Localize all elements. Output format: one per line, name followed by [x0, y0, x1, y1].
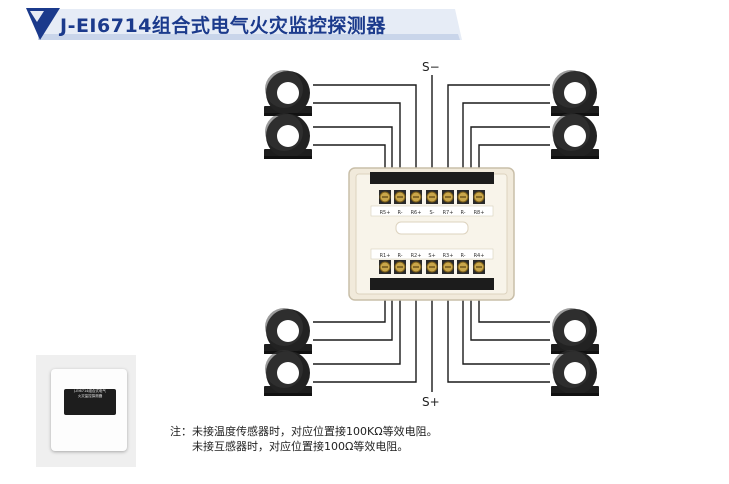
note-line-2: 未接互感器时，对应位置接100Ω等效电阻。	[192, 440, 409, 453]
device-label-line-1: J-EI6714组合式电气	[74, 389, 106, 393]
bottom-terminal-4: S+	[426, 253, 438, 274]
top-terminal-label-6: R-	[460, 210, 465, 216]
top-terminal-7: R8+	[473, 190, 485, 216]
wire-top-left-2	[313, 102, 401, 190]
top-terminal-1: R5+	[379, 190, 391, 216]
current-transformer-top-left-1	[264, 70, 312, 116]
bottom-terminal-1: R1+	[379, 253, 391, 274]
detector-board: R5+ R- R6+ S- R7+ R- R8+ R1+ R- R2+ S+ R3+ R- R4+	[348, 167, 515, 301]
header-band	[26, 8, 462, 40]
wire-bottom-left-4	[313, 274, 417, 383]
bottom-terminal-2: R-	[394, 253, 406, 274]
bottom-terminal-block: R1+ R- R2+ S+ R3+ R- R4+	[379, 253, 485, 274]
bottom-terminal-label-4: S+	[428, 253, 435, 259]
top-terminal-2: R-	[394, 190, 406, 216]
top-terminal-label-4: S-	[430, 210, 435, 216]
detector-device-image: J-EI6714组合式电气 火灾监控探测器	[51, 369, 127, 451]
wire-top-right-2	[462, 102, 550, 190]
wire-bottom-right-4	[447, 274, 550, 383]
top-terminal-label-3: R6+	[411, 210, 422, 216]
current-transformer-top-right-2	[551, 113, 599, 159]
current-transformer-bottom-left-2	[264, 350, 312, 396]
bottom-terminal-label-1: R1+	[380, 253, 391, 259]
current-transformer-bottom-right-1	[551, 308, 599, 354]
top-terminal-3: R6+	[410, 190, 422, 216]
top-terminal-label-1: R5+	[380, 210, 391, 216]
bottom-terminal-5: R3+	[442, 253, 454, 274]
top-terminal-label-7: R8+	[474, 210, 485, 216]
page-title: J-EI6714组合式电气火灾监控探测器	[60, 15, 386, 37]
top-terminal-4: S-	[426, 190, 438, 216]
top-terminal-label-5: R7+	[443, 210, 454, 216]
wire-bottom-right-3	[462, 274, 550, 365]
bottom-terminal-label-5: R3+	[443, 253, 454, 259]
current-transformer-top-right-1	[551, 70, 599, 116]
bottom-terminal-3: R2+	[410, 253, 422, 274]
current-transformer-bottom-right-2	[551, 350, 599, 396]
bottom-terminal-label-7: R4+	[474, 253, 485, 259]
wiring-note: 注：未接温度传感器时，对应位置接100KΩ等效电阻。 未接互感器时，对应位置接1…	[170, 424, 438, 454]
bottom-terminal-label-3: R2+	[411, 253, 422, 259]
sensor-group	[264, 70, 599, 396]
wire-top-left-1	[313, 84, 417, 190]
note-line-1: 注：未接温度传感器时，对应位置接100KΩ等效电阻。	[170, 425, 438, 438]
device-label-plate: J-EI6714组合式电气 火灾监控探测器	[64, 389, 116, 415]
top-terminal-6: R-	[457, 190, 469, 216]
current-transformer-bottom-left-1	[264, 308, 312, 354]
top-terminal-block: R5+ R- R6+ S- R7+ R- R8+	[379, 190, 485, 216]
bus-label-s-minus: S−	[422, 60, 440, 74]
product-photo: J-EI6714组合式电气 火灾监控探测器	[36, 355, 136, 467]
top-terminal-label-2: R-	[397, 210, 402, 216]
current-transformer-top-left-2	[264, 113, 312, 159]
header-banner: J-EI6714组合式电气火灾监控探测器	[0, 0, 729, 45]
bottom-terminal-6: R-	[457, 253, 469, 274]
bottom-terminal-label-6: R-	[460, 253, 465, 259]
bottom-terminal-label-2: R-	[397, 253, 402, 259]
bus-label-s-plus: S+	[422, 395, 440, 409]
top-terminal-5: R7+	[442, 190, 454, 216]
device-label-line-2: 火灾监控探测器	[77, 394, 103, 398]
bottom-terminal-7: R4+	[473, 253, 485, 274]
wire-top-right-1	[447, 84, 550, 190]
wire-bottom-left-3	[313, 274, 401, 365]
